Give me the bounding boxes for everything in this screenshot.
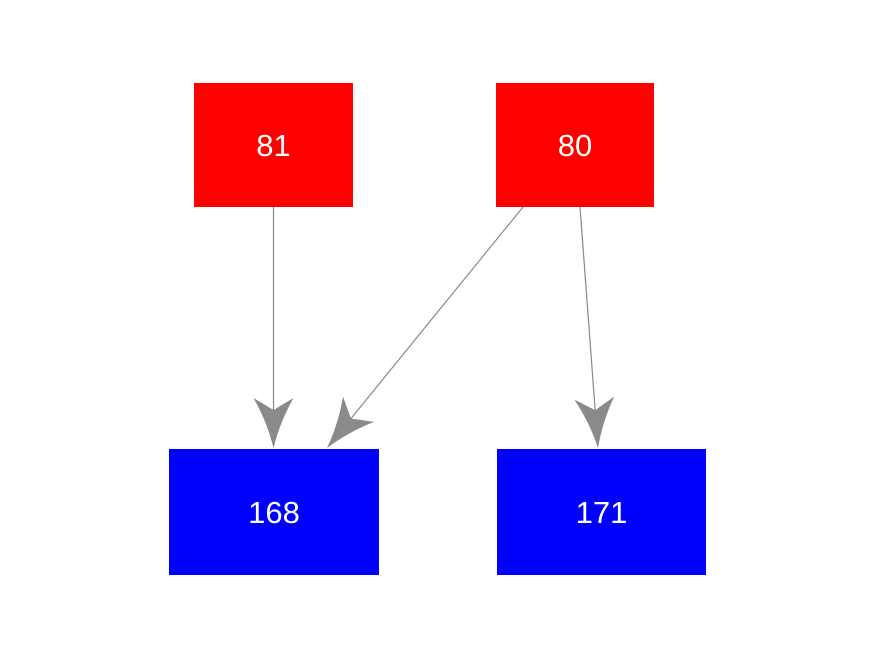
graph-node-81: 81 (194, 83, 353, 207)
node-label: 168 (248, 494, 300, 530)
graph-node-171: 171 (497, 449, 706, 575)
node-label: 81 (256, 127, 291, 163)
graph-node-80: 80 (496, 83, 654, 207)
node-label: 171 (575, 494, 628, 530)
node-label: 80 (557, 127, 593, 163)
graph-node-168: 168 (169, 449, 379, 575)
